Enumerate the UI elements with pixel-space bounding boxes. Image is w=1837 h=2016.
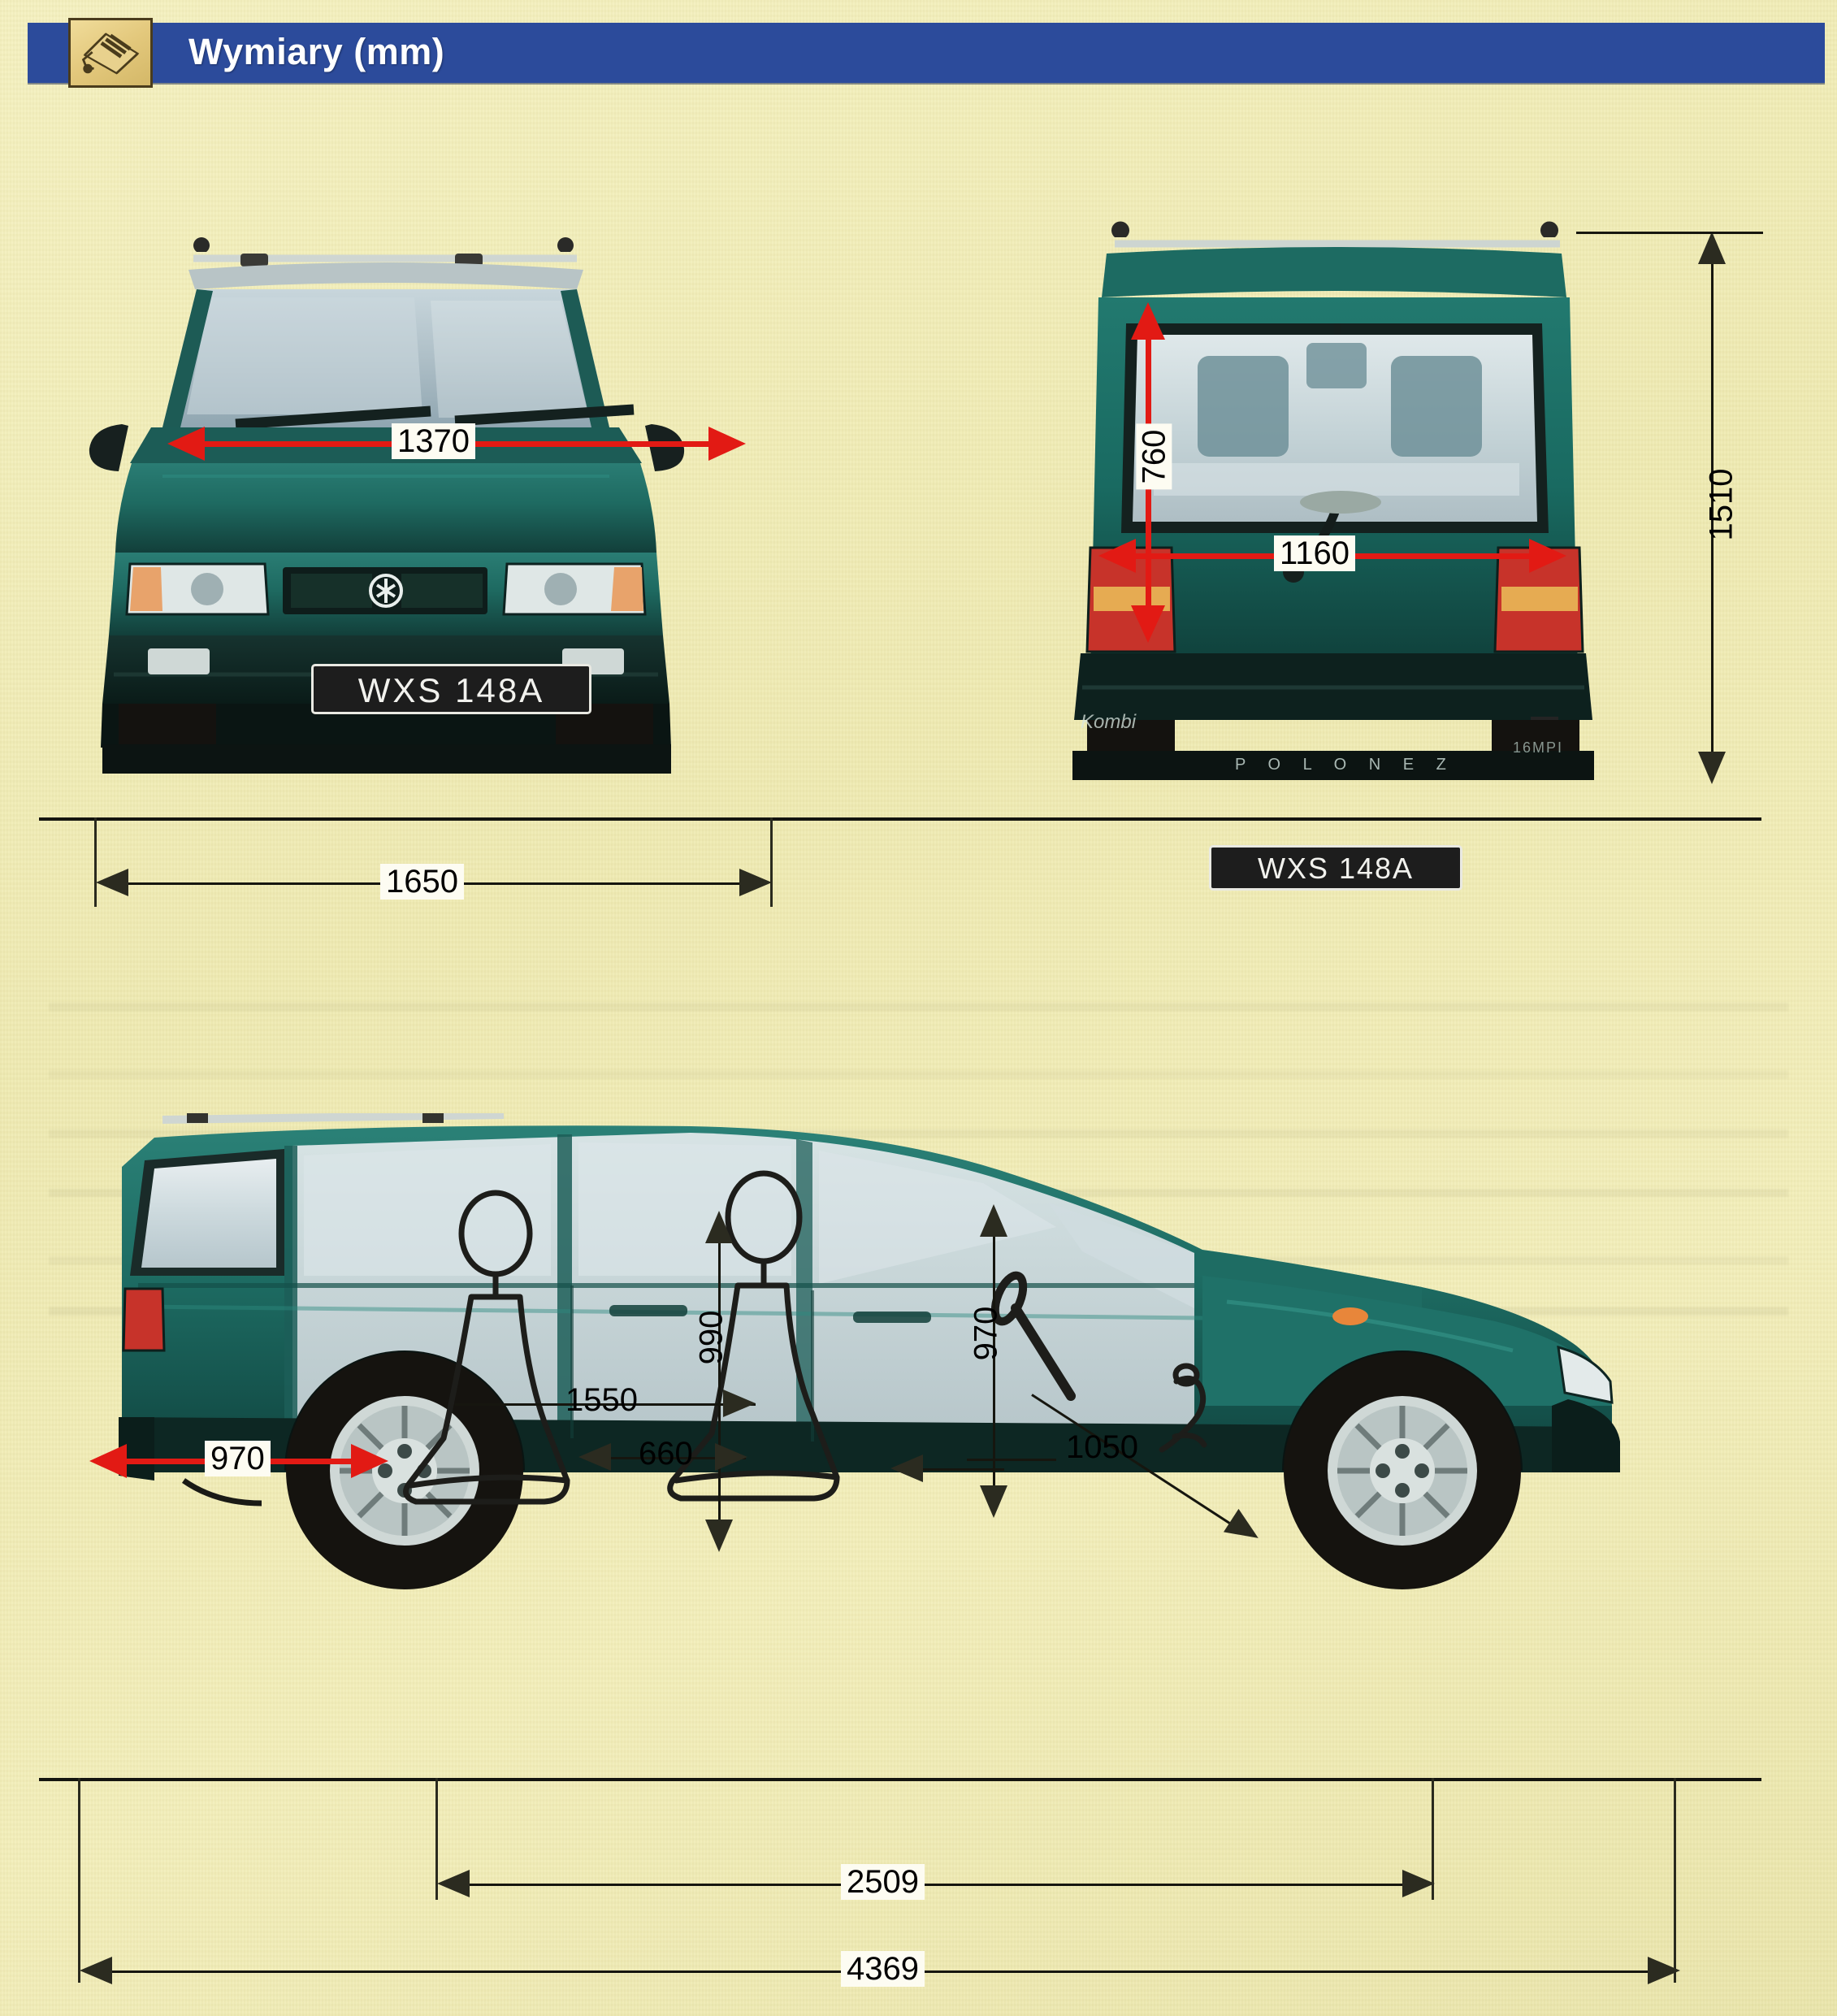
tailgate-height-arrow-up (1131, 302, 1165, 340)
tailgate-height-arrow-down (1131, 605, 1165, 643)
front-track-arrow-right (708, 427, 746, 461)
overall-length-arrow-left (80, 1957, 112, 1984)
overall-height-arrow-down (1698, 752, 1726, 784)
wheelbase-label: 2509 (841, 1864, 925, 1900)
page-title: Wymiary (mm) (188, 31, 445, 72)
wheelbase-arrow-right (1402, 1870, 1435, 1897)
seat-to-pedals-leader (967, 1459, 1056, 1461)
front-headroom-label: 970 (968, 1306, 1004, 1361)
rear-headroom-arrow-down (705, 1520, 733, 1552)
overall-height-dimension-line (1711, 260, 1714, 764)
overall-length-arrow-right (1648, 1957, 1680, 1984)
top-views-ground-line (39, 817, 1761, 821)
technical-drawing-tool-icon (68, 18, 153, 88)
rear-model-code: 16MPI (1513, 739, 1564, 756)
tailgate-width-label: 1160 (1274, 535, 1356, 571)
cargo-depth-arrow-right (351, 1444, 388, 1478)
front-license-plate: WXS 148A (311, 664, 591, 714)
overall-width-label: 1650 (380, 864, 464, 900)
wheelbase-arrow-left (437, 1870, 470, 1897)
cargo-depth-label: 970 (205, 1441, 271, 1476)
front-track-arrow-left (167, 427, 205, 461)
rear-badge-text: P O L O N E Z (1235, 756, 1455, 774)
cargo-length-arrow-right (723, 1390, 756, 1417)
overall-width-arrow-left (96, 869, 128, 896)
width-extension-left (94, 817, 97, 907)
overall-height-top-tick (1576, 232, 1763, 234)
cargo-length-label: 1550 (565, 1382, 638, 1418)
tailgate-width-arrow-right (1529, 539, 1566, 573)
rear-view (1024, 219, 1641, 821)
section-header-band (28, 23, 1825, 83)
front-headroom-inner-line (923, 1468, 1004, 1471)
rear-headroom-label: 990 (693, 1310, 730, 1365)
front-headroom-inner-arrow-left (890, 1455, 923, 1482)
overall-width-arrow-right (739, 869, 772, 896)
front-headroom-dimension-line (993, 1235, 995, 1495)
rear-headroom-dimension-line (718, 1239, 721, 1532)
seat-spacing-arrow-left (578, 1443, 611, 1471)
wheelbase-extension-right (1432, 1778, 1434, 1900)
tailgate-width-arrow-left (1098, 539, 1136, 573)
seat-spacing-label: 660 (639, 1436, 693, 1472)
rear-model-script: Kombi (1081, 711, 1137, 733)
front-view (73, 219, 772, 821)
side-view (41, 1113, 1722, 1763)
overall-length-label: 4369 (841, 1951, 925, 1987)
side-view-ground-line (39, 1778, 1761, 1781)
front-headroom-arrow-down (980, 1485, 1007, 1518)
cargo-length-dimension-line (455, 1403, 756, 1406)
wheelbase-extension-left (435, 1778, 438, 1900)
rear-headroom-arrow-up (705, 1211, 733, 1243)
overall-height-label: 1510 (1703, 468, 1740, 541)
front-headroom-arrow-up (980, 1204, 1007, 1237)
tailgate-height-label: 760 (1136, 423, 1172, 490)
overall-height-arrow-up (1698, 232, 1726, 264)
wheelbase-dimension-line (465, 1884, 1406, 1886)
width-extension-right (770, 817, 773, 907)
cargo-depth-arrow-left (89, 1444, 127, 1478)
front-track-label: 1370 (392, 423, 475, 459)
seat-spacing-arrow-right (715, 1443, 747, 1471)
length-extension-left (78, 1778, 80, 1983)
seat-spacing-dimension-line (608, 1457, 746, 1459)
seat-to-pedals-label: 1050 (1066, 1429, 1138, 1465)
length-extension-right (1674, 1778, 1676, 1983)
rear-license-plate: WXS 148A (1209, 845, 1462, 891)
